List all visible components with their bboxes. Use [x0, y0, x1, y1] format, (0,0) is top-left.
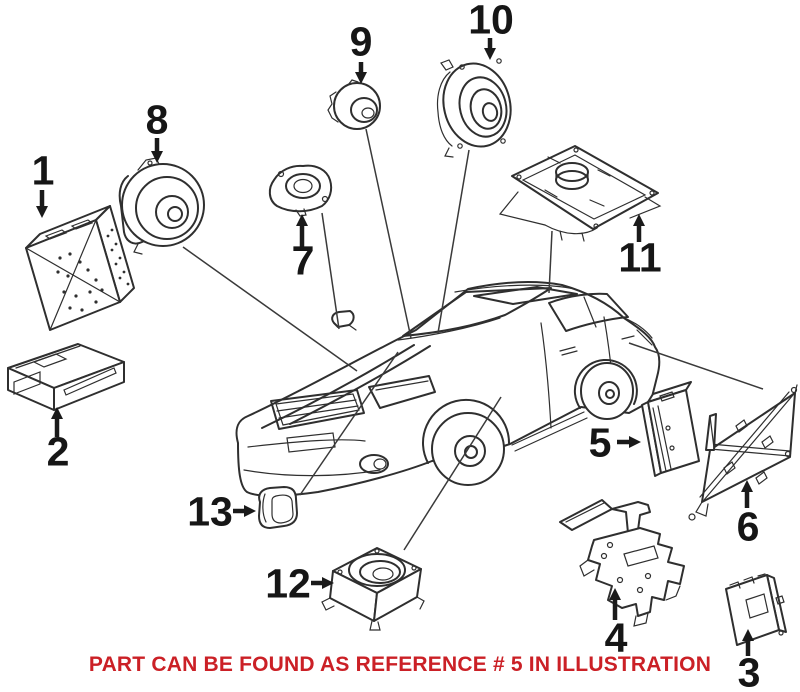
- leader-lines: [182, 128, 764, 551]
- part-5-amplifier: [641, 381, 700, 477]
- callout-13: 13: [187, 488, 233, 535]
- part-9-small-tweeter: [327, 79, 381, 130]
- part-12-bass-speaker: [321, 547, 425, 631]
- part-4-mounting-bracket: [559, 499, 685, 627]
- part-8-door-speaker: [118, 157, 205, 255]
- callout-10: 10: [468, 0, 514, 43]
- part-6-bracket-plate: [688, 384, 798, 521]
- part-13-knob: [258, 486, 298, 529]
- callout-12: 12: [265, 560, 311, 607]
- part-2-cd-changer: [7, 343, 125, 411]
- callout-1: 1: [31, 147, 55, 194]
- callout-6: 6: [736, 503, 760, 550]
- callout-9: 9: [349, 18, 373, 65]
- car-illustration: [235, 280, 661, 497]
- callout-7: 7: [291, 237, 315, 284]
- callout-2: 2: [46, 428, 70, 475]
- callout-arrows: [36, 38, 754, 656]
- part-3-control-module: [725, 573, 787, 646]
- callout-3: 3: [737, 649, 761, 692]
- callout-5: 5: [588, 419, 612, 466]
- part-7-tweeter-plate: [268, 164, 333, 217]
- part-11-subwoofer: [498, 145, 662, 242]
- callout-11: 11: [618, 234, 662, 281]
- reference-caption: PART CAN BE FOUND AS REFERENCE # 5 IN IL…: [88, 653, 712, 676]
- callout-8: 8: [145, 96, 169, 143]
- callout-4: 4: [604, 614, 628, 661]
- part-10-rear-speaker: [436, 58, 512, 158]
- part-1-radio-unit: [25, 205, 135, 331]
